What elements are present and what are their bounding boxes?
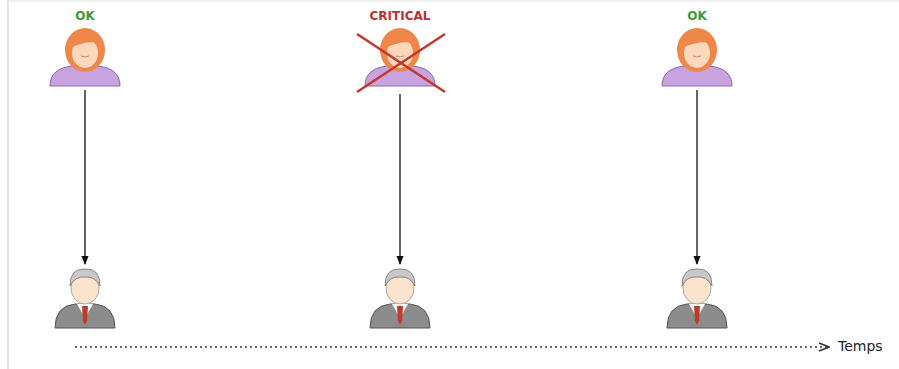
cross-mark	[357, 34, 445, 92]
woman-icon	[662, 28, 732, 86]
man-icon	[667, 269, 727, 328]
arrow	[84, 90, 85, 264]
frame-line	[8, 1, 899, 2]
woman-icon	[50, 28, 120, 86]
cross-mark	[357, 34, 445, 92]
status-label: CRITICAL	[370, 10, 431, 23]
arrow	[399, 94, 400, 264]
axis-label: Temps	[838, 339, 883, 354]
man-icon	[55, 269, 115, 328]
man-icon	[370, 269, 430, 328]
time-axis	[75, 346, 828, 348]
status-label: OK	[75, 10, 95, 23]
frame-line	[8, 0, 9, 369]
arrow	[696, 90, 697, 264]
status-label: OK	[687, 10, 707, 23]
